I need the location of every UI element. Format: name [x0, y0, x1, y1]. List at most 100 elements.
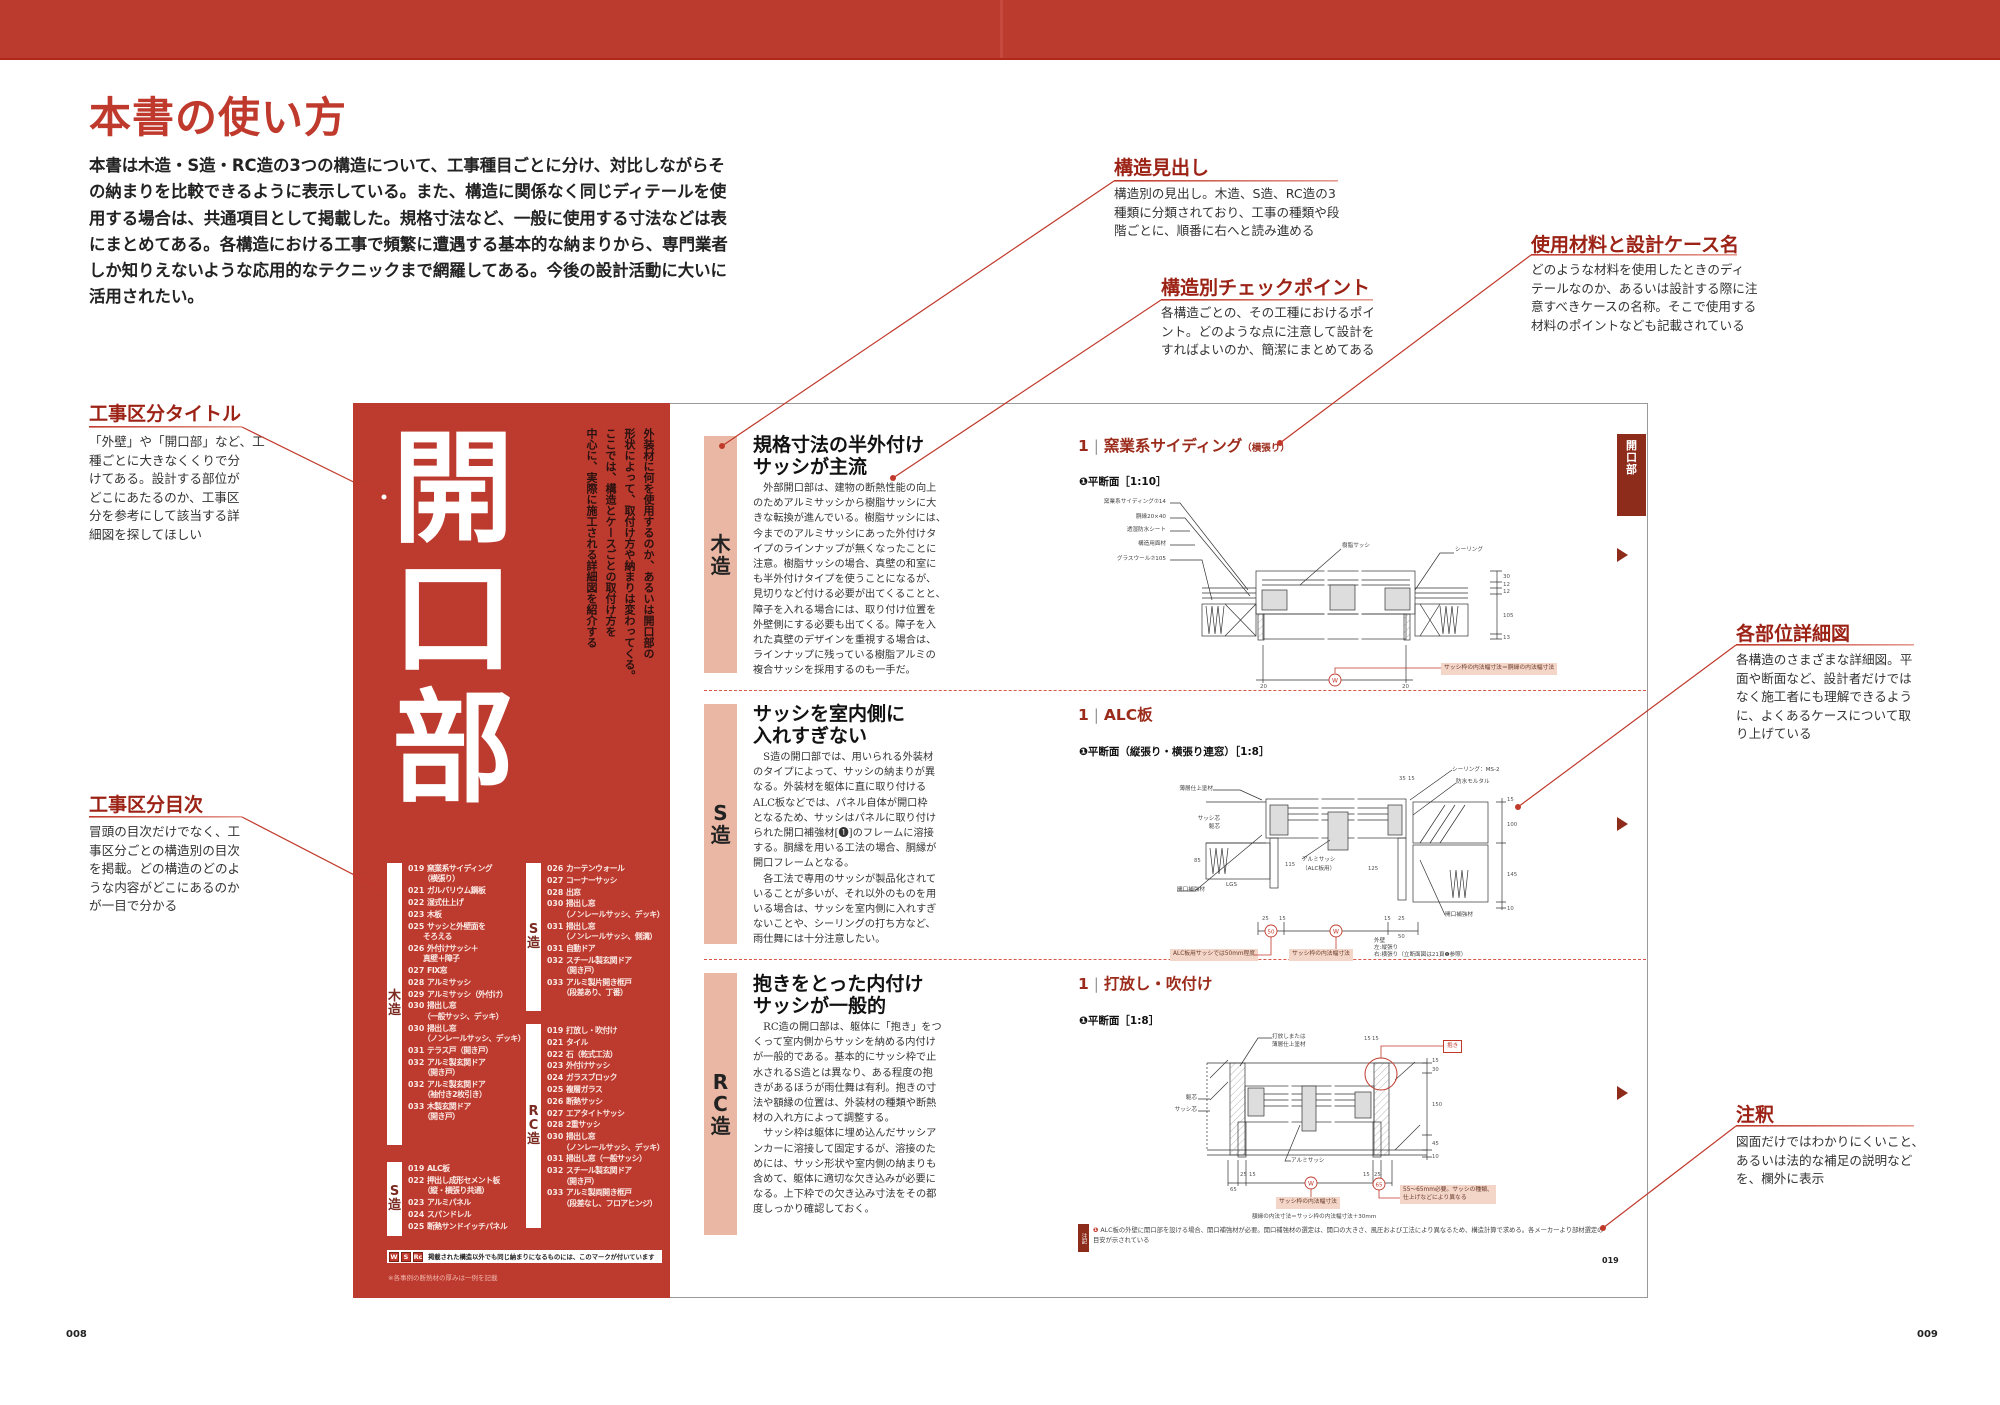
toc-item-title: ALC板: [427, 1164, 450, 1173]
toc-page-number: 019: [547, 1026, 564, 1035]
diagram-label: 開口補強材: [1177, 887, 1205, 893]
toc-item-title: 自動ドア: [566, 943, 596, 953]
toc-item-title: テラス戸（開き戸）: [427, 1045, 493, 1055]
diagram-number: 1: [1078, 975, 1089, 993]
text-line: ンカーに溶接して固定するが、溶接のた: [753, 1143, 936, 1155]
toc-page-number: 031: [547, 943, 564, 953]
diagram-callout: 55〜65mm必要。サッシの種類、仕上げなどにより異なる: [1400, 1185, 1496, 1204]
diagram-label: 薄層仕上塗材: [1272, 1042, 1306, 1048]
text-line: あるいは法的な補足の説明など: [1736, 1152, 1913, 1168]
callout-materials-body: どのような材料を使用したときのディテールなのか、あるいは設計する際に注意すべきケ…: [1531, 261, 1757, 335]
toc-tab-char: C: [528, 1118, 539, 1133]
toc-item-label: 湿式仕上げ: [427, 898, 464, 908]
toc-item-label: 木板: [427, 910, 442, 920]
diagram-heading: 1 | 窯業系サイディング（横張り）: [1078, 437, 1290, 455]
toc-item-label: 断熱サンドイッチパネル: [427, 1221, 508, 1232]
diagram-title: 打放し・吹付け: [1103, 975, 1213, 993]
toc-page-number: 033: [547, 977, 564, 987]
section-side-tab: 開口部: [1617, 434, 1646, 516]
diagram-label: アルミサッシ: [1302, 857, 1336, 863]
text-line: 面や断面など、設計者だけでは: [1736, 670, 1912, 686]
tab-char: 部: [1626, 463, 1637, 476]
tab-char: C: [713, 1092, 728, 1116]
toc-item-label: 木製玄関ドア（開き戸）: [423, 1102, 471, 1123]
diagram-label: サッシ芯: [1197, 816, 1220, 822]
text-line: 意すべきケースの名称。そこで使用する: [1531, 299, 1757, 315]
toc-item-title: ガルバリウム鋼板: [427, 886, 486, 896]
toc-item-title: カーテンウォール: [566, 864, 625, 873]
callout-koji-toc-body: 冒頭の目次だけでなく、工事区分ごとの構造別の目次を掲載。どの構造のどのような内容…: [89, 823, 240, 916]
toc-item-title: ガラスブロック: [566, 1073, 617, 1083]
toc-item-label: アルミサッシ（外付け）: [427, 990, 508, 1000]
toc-page-number: 032: [547, 1166, 564, 1176]
callout-details-heading: 各部位詳細図: [1736, 623, 1851, 645]
diagram-label: 胴縁20×40: [1135, 514, 1166, 520]
section-big-title: 開 口 部: [383, 424, 523, 814]
text-line: 障子を入れる場合には、取り付け位置を: [753, 604, 937, 616]
toc-item-subtitle: （開き戸）: [423, 1112, 460, 1122]
note-text: ❶ ALC板の外壁に開口部を設ける場合、開口補強材が必要。開口補強材の選定は、開…: [1093, 1226, 1608, 1246]
toc-tab-wood: 木造: [387, 863, 402, 1145]
toc-page-number: 027: [547, 1108, 564, 1118]
toc-item-subtitle: （段差なし、フロアヒンジ）: [562, 1198, 657, 1208]
diagram-callout: サッシ枠の内法幅寸法: [1289, 949, 1353, 961]
toc-item-title: 断熱サンドイッチパネル: [427, 1221, 508, 1231]
note-body: ALC板の外壁に開口部を設ける場合、開口補強材が必要。開口補強材の選定は、開口の…: [1093, 1227, 1604, 1244]
toc-item-label: 複層ガラス: [566, 1085, 603, 1095]
text-line: れた真壁のデザインを重視する場合は、: [753, 635, 937, 647]
text-line: くって室内側からサッシを納める内付け: [753, 1037, 936, 1049]
toc-item-label: 2重サッシ: [566, 1120, 601, 1130]
diagram-label: 躯芯: [1185, 1095, 1197, 1101]
diagram-subheading: ❶平断面［1:8］: [1079, 1015, 1160, 1027]
toc-page-number: 023: [408, 909, 425, 919]
text-line: する。胴縁を用いる工法の場合、胴縁が: [753, 843, 937, 855]
text-line: なる。外装材を躯体に直に取り付ける: [753, 782, 927, 794]
toc-item-title: 押出し成形セメント板: [427, 1175, 500, 1185]
diagram-callout: サッシ枠の内法幅寸法＝胴縁の内法幅寸法: [1441, 663, 1558, 675]
toc-item-title: アルミサッシ: [427, 977, 471, 987]
toc-item-title: 掃出し窓: [566, 1132, 596, 1142]
